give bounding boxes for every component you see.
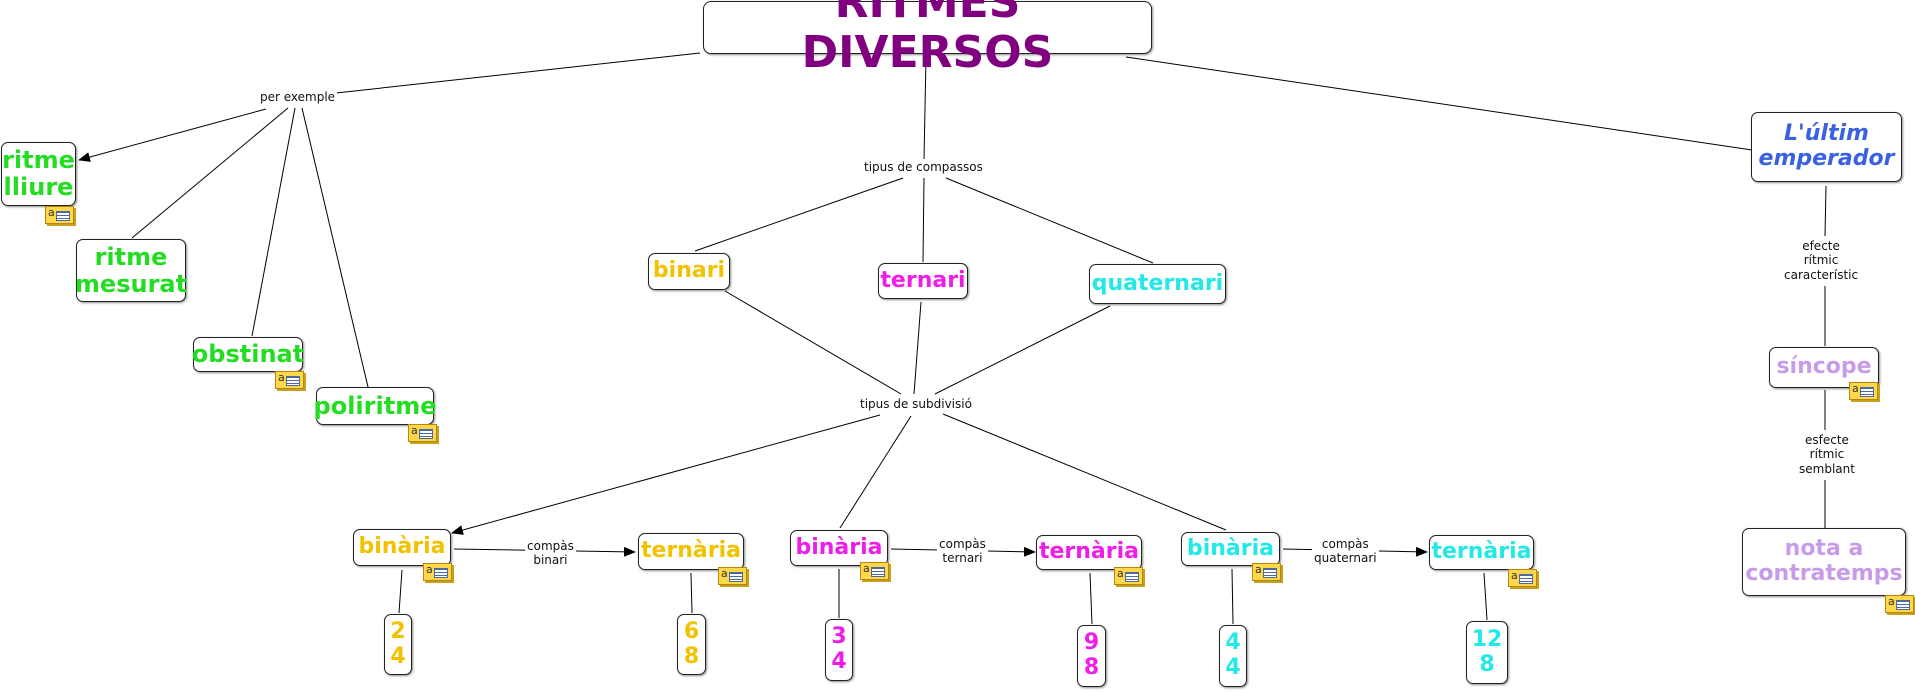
line-per-exemple-obstinat: [251, 107, 296, 337]
line-ts-binaria-3: [942, 413, 1227, 531]
node-binaria-2[interactable]: binària: [790, 530, 888, 566]
node-ternaria-3[interactable]: ternària: [1429, 535, 1534, 570]
line-ts-binaria-2: [839, 415, 912, 529]
note-icon[interactable]: [1252, 563, 1281, 581]
node-sincope[interactable]: síncope: [1769, 347, 1879, 388]
node-meter-3-4[interactable]: 3 4: [825, 619, 853, 681]
note-icon[interactable]: [718, 567, 747, 585]
line-emperador-efecte: [1824, 185, 1827, 237]
line-per-exemple-ritme-lliure: [78, 108, 267, 162]
node-obstinat[interactable]: obstinat: [192, 337, 304, 372]
node-binari[interactable]: binari: [648, 253, 730, 290]
note-icon[interactable]: [408, 424, 437, 442]
node-ternaria-2[interactable]: ternària: [1036, 535, 1142, 570]
label-compas-ternari: compàs ternari: [937, 536, 988, 567]
note-icon[interactable]: [860, 562, 889, 580]
label-efecte-ritmic: efecte rítmic característic: [1782, 238, 1861, 284]
node-poliritme[interactable]: poliritme: [314, 387, 436, 425]
label-esfecte-ritmic: esfecte rítmic semblant: [1797, 432, 1857, 478]
note-icon[interactable]: [275, 371, 304, 389]
line-per-exemple-ritme-mesurat: [131, 107, 289, 239]
line-tc-binari: [694, 177, 904, 252]
node-meter-12-8[interactable]: 12 8: [1466, 621, 1508, 684]
line-binari-ts: [724, 290, 902, 395]
node-binaria-3[interactable]: binària: [1181, 532, 1280, 566]
note-icon[interactable]: [1849, 382, 1878, 400]
node-meter-4-4[interactable]: 4 4: [1219, 625, 1247, 687]
note-icon[interactable]: [1114, 567, 1143, 585]
line-tc-quaternari: [945, 177, 1154, 264]
line-ternaria1-m68: [690, 572, 693, 614]
note-icon[interactable]: [1885, 595, 1914, 613]
label-compas-binari: compàs binari: [525, 538, 576, 569]
line-per-exemple-poliritme: [301, 107, 369, 388]
note-icon[interactable]: [423, 563, 452, 581]
label-tipus-subdivisio: tipus de subdivisió: [858, 396, 974, 413]
node-meter-6-8[interactable]: 6 8: [677, 614, 706, 675]
node-binaria-1[interactable]: binària: [353, 529, 451, 566]
line-binaria3-m44: [1231, 568, 1234, 625]
line-ternari-ts: [913, 301, 922, 395]
line-ternaria3-m128: [1483, 572, 1488, 621]
line-binaria1-m24: [398, 569, 403, 614]
node-meter-2-4[interactable]: 2 4: [384, 614, 412, 675]
title-node[interactable]: RITMES DIVERSOS: [703, 0, 1152, 77]
node-meter-9-8[interactable]: 9 8: [1077, 625, 1106, 687]
line-quaternari-ts: [934, 305, 1111, 395]
node-ultim-emperador[interactable]: L'últim emperador: [1751, 112, 1902, 182]
line-title-tipus-compassos: [923, 56, 927, 161]
note-icon[interactable]: [45, 206, 74, 224]
node-quaternari[interactable]: quaternari: [1089, 264, 1226, 304]
line-tc-ternari: [922, 177, 925, 263]
label-tipus-compassos: tipus de compassos: [862, 159, 985, 176]
node-ritme-mesurat[interactable]: ritme mesurat: [75, 239, 187, 302]
line-ternaria2-m98: [1089, 572, 1093, 625]
node-ternari[interactable]: ternari: [878, 263, 968, 299]
note-icon[interactable]: [1508, 569, 1537, 587]
node-nota-contratemps[interactable]: nota a contratemps: [1742, 528, 1906, 596]
node-ternaria-1[interactable]: ternària: [638, 533, 744, 570]
line-title-per-exemple: [335, 52, 701, 94]
node-ritme-lliure[interactable]: ritme lliure: [1, 142, 76, 206]
line-ts-binaria-1: [451, 414, 881, 535]
label-per-exemple: per exemple: [258, 89, 338, 106]
line-title-emperador: [1125, 56, 1753, 151]
label-compas-quaternari: compàs quaternari: [1312, 536, 1379, 567]
